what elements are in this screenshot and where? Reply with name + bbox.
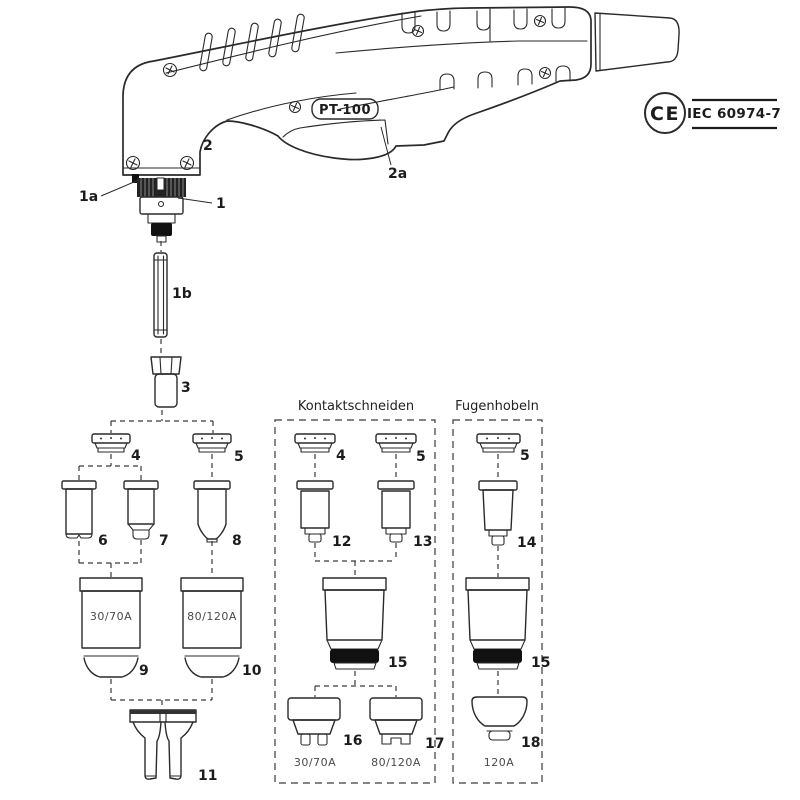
leader-2a	[380, 126, 392, 166]
callout-2a: 2a	[388, 166, 407, 182]
part-6-electrode	[61, 480, 97, 539]
rating-16-label: 30/70A	[294, 756, 336, 769]
part-13-nozzle	[377, 480, 415, 543]
callout-15-gouging: 15	[531, 655, 550, 671]
trigger-front-line	[282, 127, 301, 138]
torch-head-connector	[132, 174, 186, 243]
swirl-ring-4-contact	[294, 433, 336, 453]
rating-18-label: 120A	[484, 756, 515, 769]
callout-1: 1	[216, 196, 226, 212]
gouging-box	[452, 419, 543, 784]
iec-standard-label: IEC 60974-7	[687, 106, 781, 122]
part-10-retaining-cap: 80/120A	[180, 577, 244, 678]
leader-lines	[100, 126, 392, 204]
part-1b-electrode	[153, 241, 168, 353]
callout-9: 9	[139, 663, 149, 679]
torch-head-part-1	[139, 196, 184, 243]
cable-boot	[594, 12, 680, 72]
contact-cutting-box	[274, 419, 436, 784]
ce-mark-icon	[644, 92, 686, 134]
callout-1a: 1a	[79, 189, 98, 205]
callout-15-contact: 15	[388, 655, 407, 671]
callout-5-contact: 5	[416, 449, 426, 465]
callout-4-left: 4	[131, 448, 141, 464]
swirl-ring-5-gouging	[476, 433, 521, 453]
callout-13: 13	[413, 534, 432, 550]
connectors-contact-cutting	[314, 454, 397, 697]
section-contact-cutting: Kontaktschneiden	[274, 399, 436, 784]
grip-divider-line	[335, 40, 588, 54]
swirl-ring-5-left	[192, 433, 232, 453]
callout-16: 16	[343, 733, 362, 749]
part-9-retaining-cap: 30/70A	[79, 577, 143, 678]
rating-17-label: 80/120A	[371, 756, 421, 769]
callout-4-contact: 4	[336, 448, 346, 464]
callout-8: 8	[232, 533, 242, 549]
callout-11: 11	[198, 768, 217, 784]
callout-3: 3	[181, 380, 191, 396]
part-12-nozzle	[296, 480, 334, 543]
part-16-shield	[287, 697, 341, 746]
iec-rule-lines	[692, 98, 777, 130]
cap-10-rating: 80/120A	[187, 610, 237, 623]
callout-10: 10	[242, 663, 262, 679]
swirl-ring-5-contact	[375, 433, 417, 453]
part-14-nozzle	[478, 480, 518, 546]
callout-6: 6	[98, 533, 108, 549]
callout-14: 14	[517, 535, 537, 551]
model-badge: PT-100	[311, 98, 379, 120]
trigger-top-line	[299, 119, 389, 145]
torch-body-drawing: PT-100	[122, 6, 680, 243]
ce-mark-label: CE	[650, 103, 680, 125]
connectors-left-group	[78, 410, 214, 709]
part-15-cap-contact	[322, 577, 387, 670]
callout-5-gouging: 5	[520, 448, 530, 464]
callout-1b: 1b	[172, 286, 192, 302]
callout-18: 18	[521, 735, 540, 751]
section-title-contact-cutting: Kontaktschneiden	[298, 399, 414, 414]
part-8-nozzle	[193, 480, 231, 543]
part-18-gouging-shield	[471, 696, 528, 741]
callout-7: 7	[159, 533, 169, 549]
part-15-cap-gouging	[465, 577, 530, 670]
part-3-holder	[150, 356, 182, 408]
leader-1	[177, 197, 213, 204]
screw-icons	[125, 14, 552, 171]
cap-15-black-band	[330, 649, 379, 663]
part-11-spacer	[129, 709, 197, 780]
ce-certification: CE IEC 60974-7	[644, 92, 781, 134]
grip-arches-lower	[439, 65, 571, 91]
part-17-shield	[369, 697, 423, 745]
leader-1a	[100, 178, 142, 197]
rating-labels: 30/70A 80/120A 120A	[294, 756, 514, 769]
callout-labels: 1a 1 2 2a 1b 3 4 5 6 7 8 9 10 11 4 5 12 …	[79, 138, 550, 784]
cap-9-rating: 30/70A	[90, 610, 132, 623]
callout-17: 17	[425, 736, 444, 752]
part-7-electrode	[123, 480, 159, 540]
knurled-nut	[137, 177, 186, 197]
callout-5-left: 5	[234, 449, 244, 465]
callout-12: 12	[332, 534, 351, 550]
cap-15g-black-band	[473, 649, 522, 663]
swirl-ring-4-left	[91, 433, 131, 453]
callout-2: 2	[203, 138, 213, 154]
vent-slots	[199, 13, 305, 72]
section-title-gouging: Fugenhobeln	[455, 399, 539, 414]
section-gouging: Fugenhobeln	[452, 399, 543, 784]
oring-1a	[132, 174, 139, 183]
model-badge-label: PT-100	[319, 103, 371, 118]
torch-outline	[122, 6, 592, 176]
grip-front-line	[339, 86, 455, 110]
electrode-tip	[151, 223, 172, 236]
grip-cutouts-upper	[401, 7, 566, 34]
